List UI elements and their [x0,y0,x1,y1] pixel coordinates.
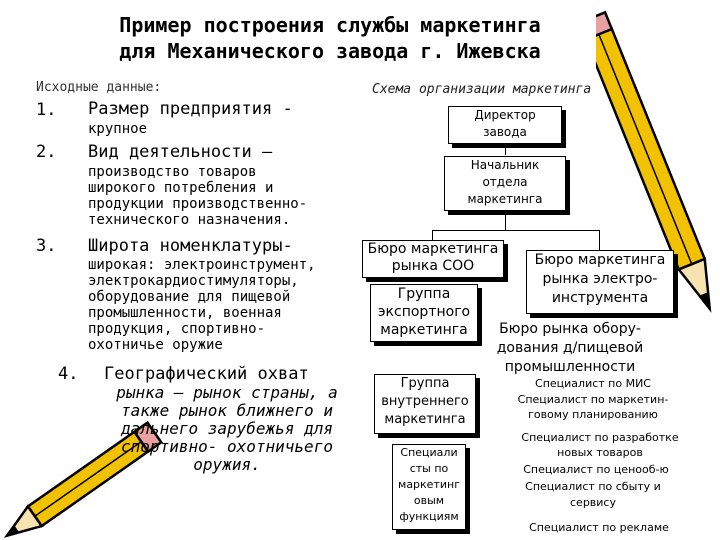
specialist-planning: Специалист по маркетин- говому планирова… [517,393,669,421]
connector-bus-electro [599,230,600,250]
bureau-coo-box: Бюро маркетинга рынка СОО [362,240,504,278]
item-4-heading: Географический охват [104,364,309,384]
item-1-heading: Размер предприятия - [88,99,293,119]
specialist-new-products: Специалист по разработке новых товаров [521,431,679,459]
item-2-number: 2. [36,142,57,162]
title-line-2: для Механического завода г. Ижевска [119,39,541,63]
item-1-number: 1. [36,100,57,120]
bureau-food-equipment: Бюро рынка обору- дования д/пищевой пром… [496,321,644,375]
bureau-electro-box: Бюро маркетинга рынка электро- инструмен… [526,250,674,314]
export-group-box: Группа экспортного маркетинга [370,284,478,342]
head-of-department-box: Начальник отдела маркетинга [444,156,566,211]
connector-head-bus [505,210,506,230]
director-box: Директор завода [448,106,562,144]
internal-group-box: Группа внутреннего маркетинга [374,374,476,434]
item-3-desc: широкая: электроинструмент, электрокарди… [88,257,316,353]
source-data-heading: Исходные данные: [36,80,162,95]
item-1-desc: крупное [88,121,148,137]
specialist-pricing: Специалист по ценооб-ю [523,463,669,476]
connector-bus [432,230,600,231]
item-2-desc: производство товаров широкого потреблени… [88,164,308,228]
item-3-heading: Широта номенклатуры- [88,236,293,256]
pencil-right-icon [596,10,712,313]
title-line-1: Пример построения службы маркетинга [119,13,541,37]
page-title: Пример построения службы маркетинга для … [70,12,590,64]
connector-director-head [505,143,506,155]
marketing-specialists-box: Специали сты по маркетинг овым функциям [392,444,466,530]
specialist-mis: Специалист по МИС [535,377,651,390]
item-3-number: 3. [36,236,57,256]
item-2-heading: Вид деятельности – [88,142,273,162]
item-4-number: 4. [58,364,79,384]
specialist-sales-service: Специалист по сбыту и сервису [525,480,661,509]
item-4-desc: рынка – рынок страны, а также рынок ближ… [116,383,338,474]
specialist-advertising: Специалист по рекламе [529,521,669,534]
pencil-left-icon [3,420,164,538]
connector-bus-coo [432,230,433,240]
scheme-heading: Схема организации маркетинга [372,82,592,97]
